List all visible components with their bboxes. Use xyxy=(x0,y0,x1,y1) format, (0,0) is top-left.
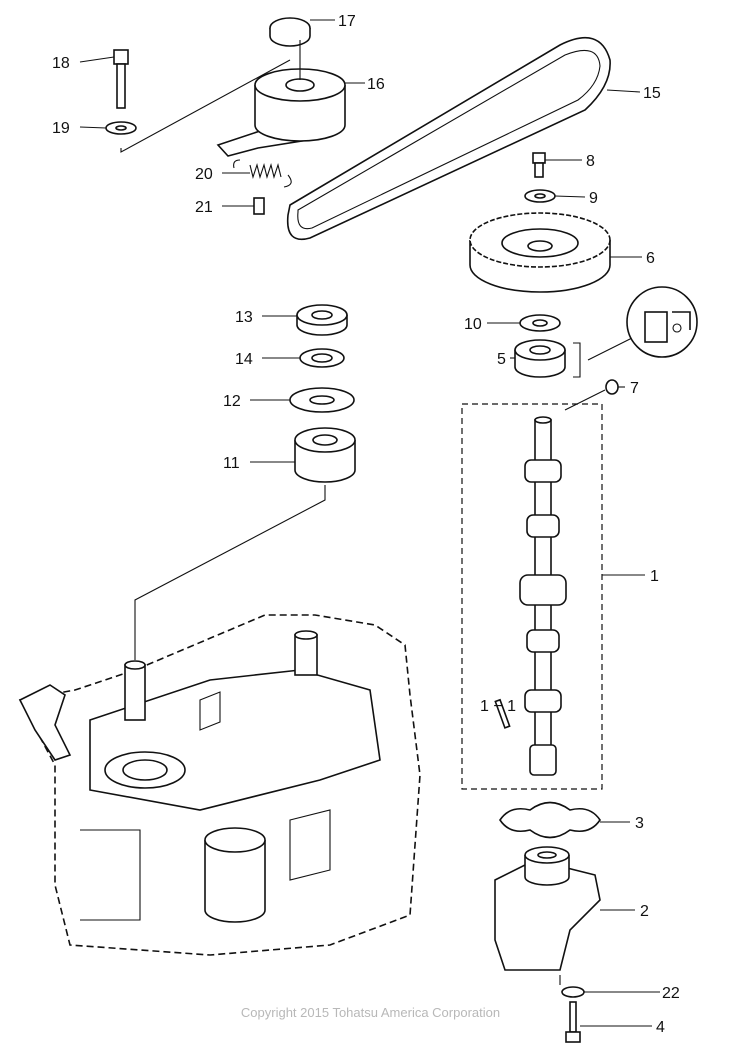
part-22-washer xyxy=(561,986,585,998)
part-3-gasket xyxy=(499,801,601,839)
label-21: 21 xyxy=(195,199,213,216)
leader-lines xyxy=(79,19,660,1027)
part-10-washer xyxy=(519,314,561,332)
part-4-bolt xyxy=(565,1001,581,1043)
label-2: 2 xyxy=(640,903,649,920)
label-4: 4 xyxy=(656,1019,665,1036)
label-1-1: 1 − 1 xyxy=(480,698,516,715)
label-9: 9 xyxy=(589,190,598,207)
part-8-bolt xyxy=(532,152,546,178)
label-17: 17 xyxy=(338,13,356,30)
part-21-pin xyxy=(253,197,265,215)
part-7-key xyxy=(605,379,619,395)
copyright-notice: Copyright 2015 Tohatsu America Corporati… xyxy=(240,1005,501,1020)
label-16: 16 xyxy=(367,76,385,93)
part-14-lock-washer xyxy=(299,348,345,368)
label-5: 5 xyxy=(497,351,506,368)
label-10: 10 xyxy=(464,316,482,333)
part-9-washer xyxy=(524,189,556,203)
engine-block xyxy=(18,614,421,956)
label-12: 12 xyxy=(223,393,241,410)
label-22: 22 xyxy=(662,985,680,1002)
label-15: 15 xyxy=(643,85,661,102)
label-8: 8 xyxy=(586,153,595,170)
part-1-1-pin xyxy=(494,698,511,729)
label-7: 7 xyxy=(630,380,639,397)
label-6: 6 xyxy=(646,250,655,267)
part-1-camshaft xyxy=(461,389,606,790)
part-15-timing-belt xyxy=(286,36,611,240)
part-6-camshaft-pulley xyxy=(469,212,611,293)
label-13: 13 xyxy=(235,309,253,326)
part-11-crankshaft-pulley xyxy=(134,427,356,660)
part-20-spring xyxy=(233,159,292,188)
part-5-bearing xyxy=(514,337,633,378)
label-18: 18 xyxy=(52,55,70,72)
part-18-bolt xyxy=(113,49,129,109)
part-2-oil-pump xyxy=(494,846,601,985)
label-11: 11 xyxy=(223,455,240,472)
label-19: 19 xyxy=(52,120,70,137)
part-19-washer xyxy=(105,59,291,153)
part-17-cap xyxy=(269,17,311,47)
detail-callout xyxy=(626,286,698,358)
part-16-tensioner xyxy=(216,40,346,157)
label-14: 14 xyxy=(235,351,253,368)
label-3: 3 xyxy=(635,815,644,832)
label-20: 20 xyxy=(195,166,213,183)
part-12-plate xyxy=(289,387,355,413)
part-13-nut xyxy=(296,304,348,336)
label-1: 1 xyxy=(650,568,659,585)
